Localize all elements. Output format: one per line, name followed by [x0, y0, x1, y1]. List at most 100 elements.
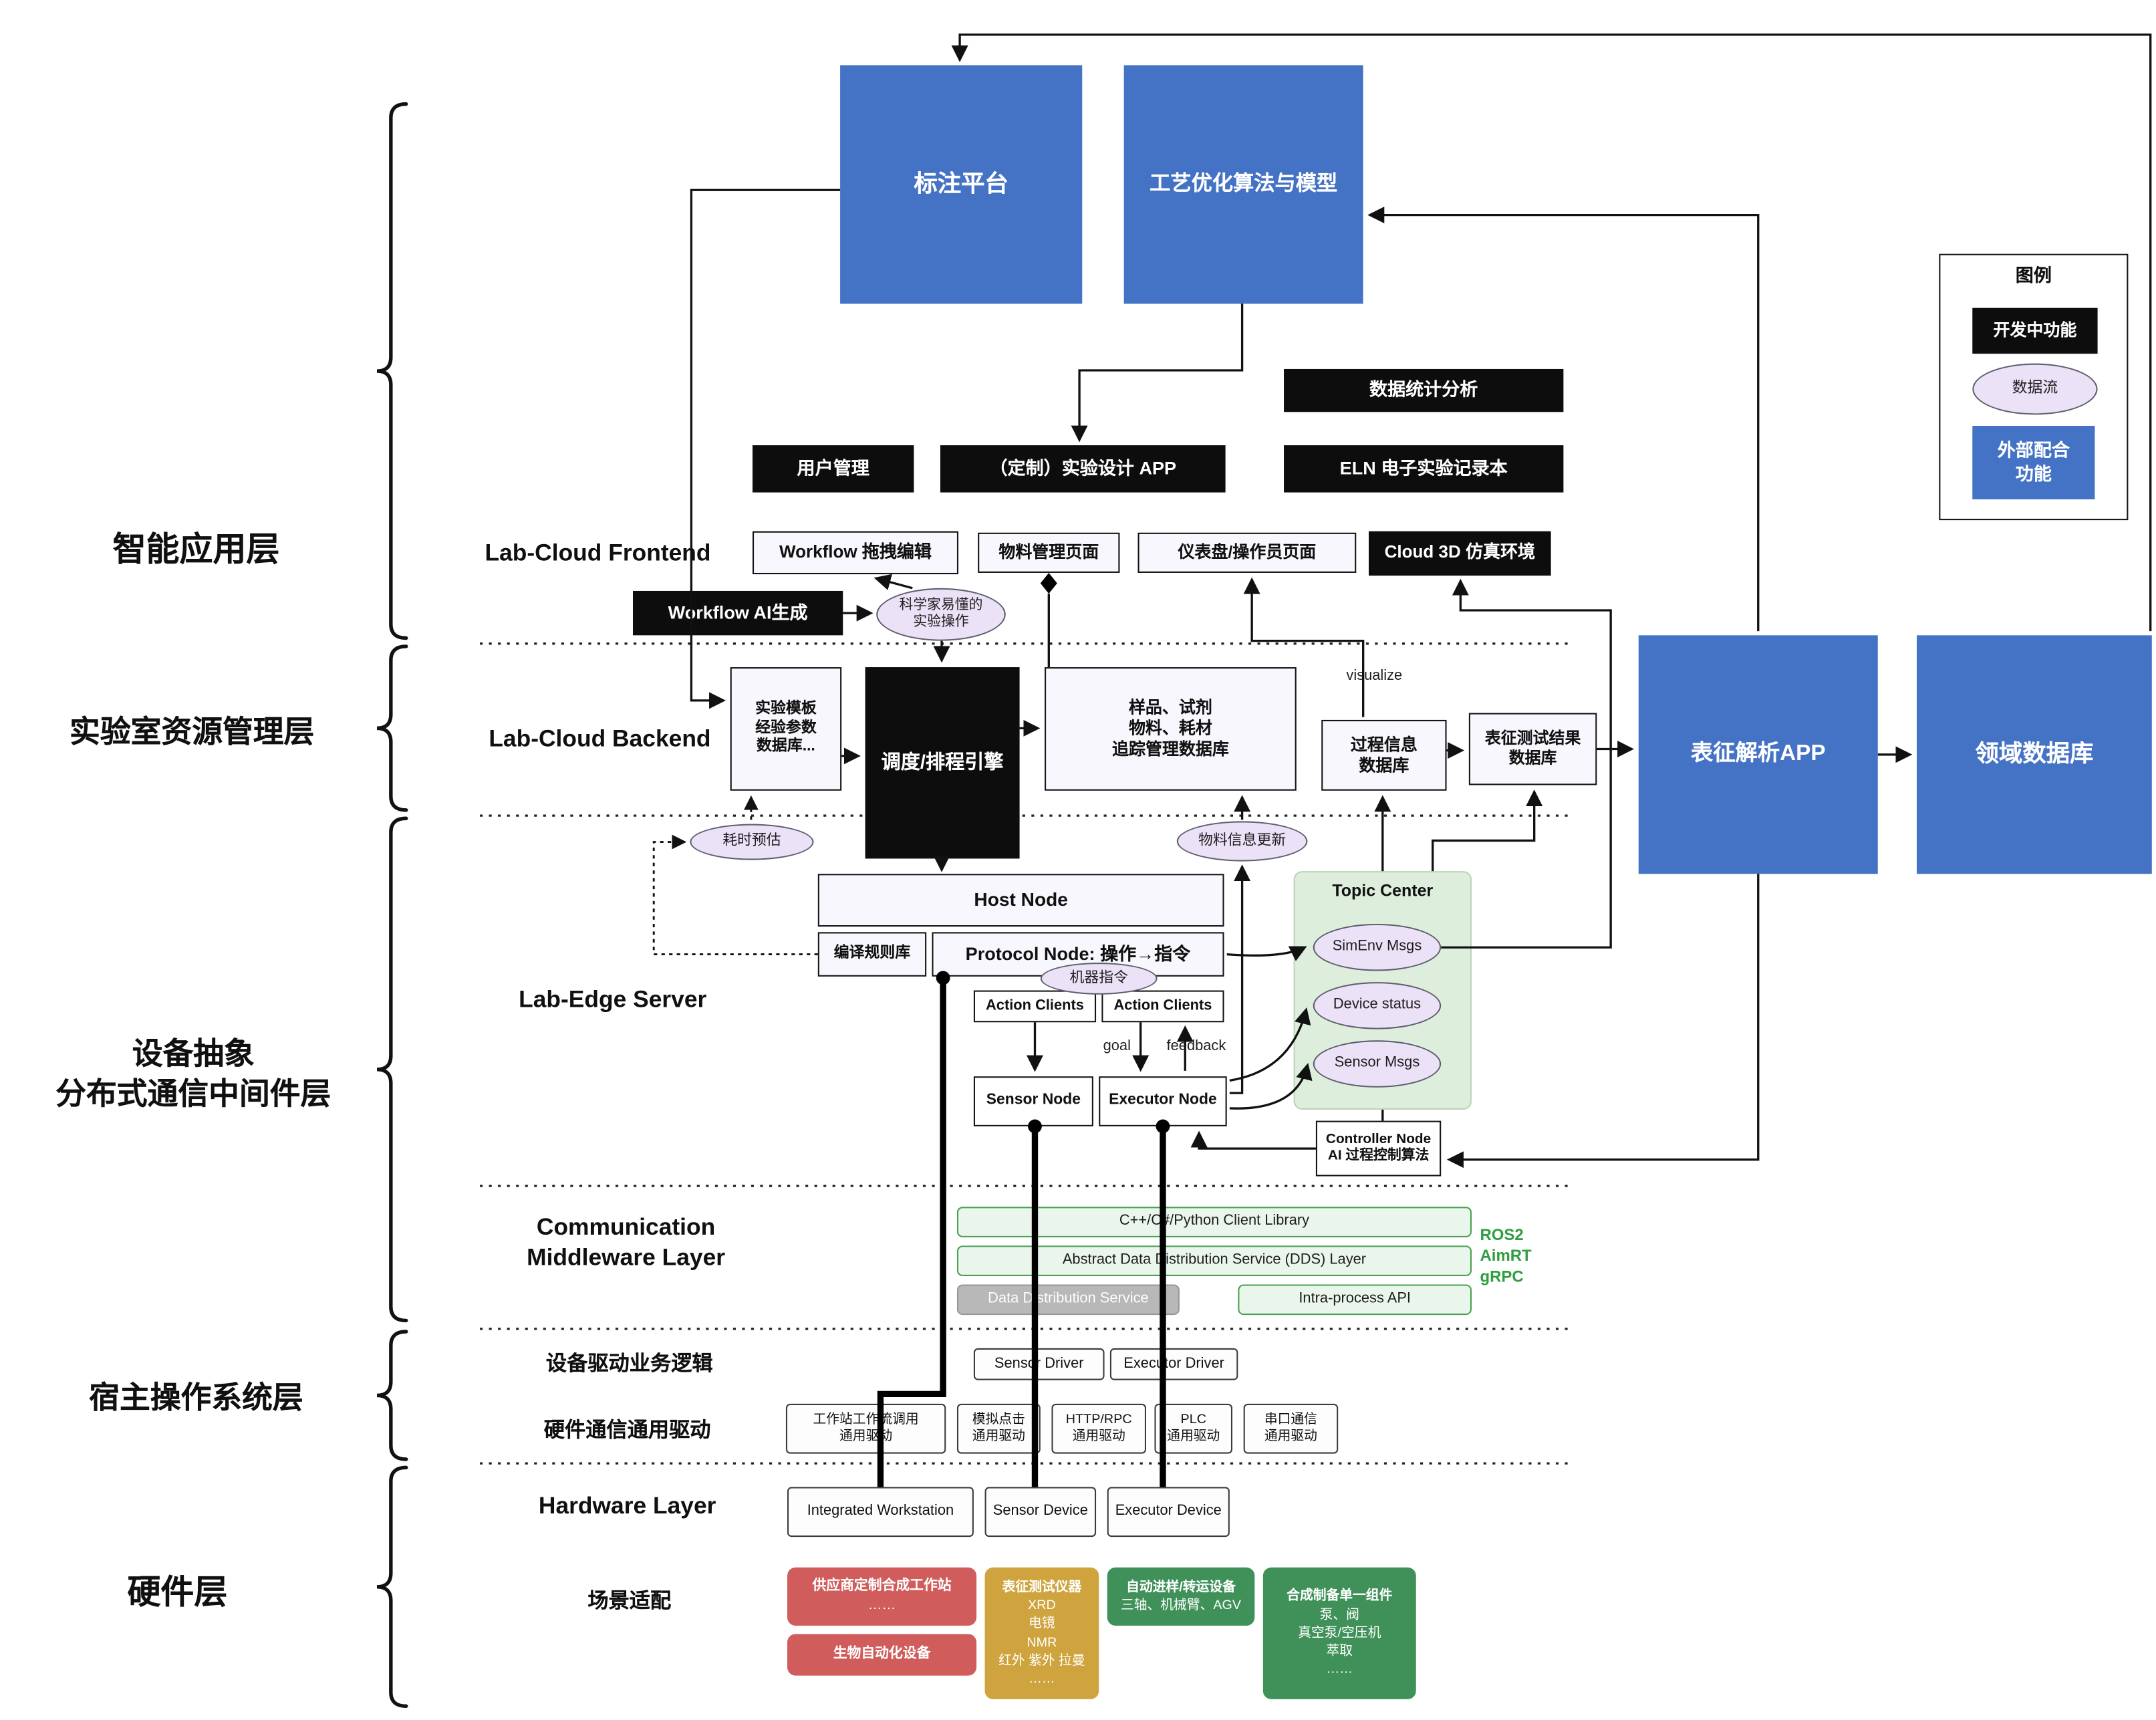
controller-line2: AI 过程控制算法: [1327, 1148, 1430, 1164]
sample-db-line3: 追踪管理数据库: [1111, 739, 1229, 759]
layer-label-resource: 实验室资源管理层: [70, 714, 315, 749]
template-db-line1: 实验模板: [755, 700, 817, 717]
dds-abstract-bar: Abstract Data Distribution Service (DDS)…: [956, 1245, 1472, 1276]
domain-db-node: 领域数据库: [1917, 635, 2152, 874]
client-library-bar: C++/C#/Python Client Library: [956, 1207, 1472, 1237]
layer-label-device-abstraction: 设备抽象 分布式通信中间件层: [14, 1035, 373, 1114]
char-inst-line2: XRD: [1028, 1598, 1056, 1614]
integrated-workstation-node: Integrated Workstation: [787, 1487, 974, 1538]
characterization-app-node: 表征解析APP: [1638, 635, 1878, 874]
data-statistics-node: 数据统计分析: [1284, 368, 1564, 412]
synth-line1: 合成制备单一组件: [1287, 1588, 1393, 1604]
serial-driver-line2: 通用驱动: [1264, 1429, 1317, 1445]
template-db-line3: 数据库...: [757, 738, 815, 755]
frontend-section-label: Lab-Cloud Frontend: [485, 539, 711, 566]
char-inst-line5: 红外 紫外 拉曼: [998, 1652, 1085, 1669]
characterization-instruments-node: 表征测试仪器 XRD 电镜 NMR 红外 紫外 拉曼 ……: [984, 1567, 1099, 1699]
executor-node: Executor Node: [1099, 1076, 1227, 1126]
machine-command-flow: 机器指令: [1040, 963, 1158, 995]
click-driver-line1: 模拟点击: [972, 1412, 1025, 1428]
process-db-line1: 过程信息: [1350, 734, 1418, 754]
feedback-label: feedback: [1166, 1037, 1226, 1054]
synth-line3: 真空泵/空压机: [1298, 1625, 1381, 1641]
sample-db-line2: 物料、耗材: [1128, 718, 1212, 738]
sensor-node: Sensor Node: [973, 1076, 1093, 1126]
layer-label-hardware: 硬件层: [127, 1574, 228, 1612]
sample-db-line1: 样品、试剂: [1128, 697, 1212, 717]
scheduler-engine-node: 调度/排程引擎: [865, 667, 1020, 859]
legend-title: 图例: [2015, 265, 2052, 286]
click-driver-line2: 通用驱动: [972, 1429, 1025, 1445]
host-node: Host Node: [817, 874, 1224, 927]
click-sim-driver-node: 模拟点击通用驱动: [956, 1403, 1041, 1454]
scenario-label: 场景适配: [587, 1589, 672, 1614]
eln-node: ELN 电子实验记录本: [1284, 445, 1564, 493]
dds-service-bar: Data Distribution Service: [956, 1284, 1180, 1316]
char-inst-line3: 电镜: [1029, 1616, 1055, 1632]
layer-braces: [376, 102, 408, 1708]
char-inst-line4: NMR: [1027, 1634, 1057, 1650]
vendor-workstation-node: 供应商定制合成工作站 ……: [787, 1567, 977, 1626]
vendor-line1: 供应商定制合成工作站: [812, 1578, 952, 1594]
transfer-line2: 三轴、机械臂、AGV: [1120, 1598, 1242, 1614]
backend-section-label: Lab-Cloud Backend: [489, 725, 711, 752]
sensor-msgs-flow: Sensor Msgs: [1313, 1040, 1442, 1088]
char-db-line1: 表征测试结果: [1484, 730, 1581, 747]
executor-driver-node: Executor Driver: [1109, 1348, 1238, 1380]
stack-aimrt: AimRT: [1480, 1248, 1532, 1265]
annotation-platform-node: 标注平台: [840, 65, 1083, 304]
time-estimate-flow: 耗时预估: [690, 824, 814, 860]
dashboard-page-node: 仪表盘/操作员页面: [1137, 532, 1357, 573]
char-db-line2: 数据库: [1508, 750, 1557, 767]
compile-rules-node: 编译规则库: [817, 932, 927, 977]
char-inst-line1: 表征测试仪器: [1002, 1579, 1082, 1595]
process-db-line2: 数据库: [1359, 755, 1409, 775]
experiment-design-app-node: （定制）实验设计 APP: [940, 445, 1226, 493]
stack-grpc: gRPC: [1480, 1269, 1524, 1286]
middleware-stack-names: ROS2 AimRT gRPC: [1480, 1226, 1532, 1288]
template-db-line2: 经验参数: [755, 719, 817, 737]
material-update-flow: 物料信息更新: [1176, 821, 1308, 862]
char-inst-line6: ……: [1029, 1671, 1055, 1687]
layer-label-host-os: 宿主操作系统层: [89, 1380, 303, 1415]
topic-center-title: Topic Center: [1332, 880, 1434, 900]
sensor-device-node: Sensor Device: [984, 1487, 1097, 1538]
characterization-result-db-node: 表征测试结果 数据库: [1468, 713, 1597, 785]
serial-driver-node: 串口通信通用驱动: [1243, 1403, 1339, 1454]
legend-in-development: 开发中功能: [1972, 308, 2098, 354]
hardware-section-label: Hardware Layer: [538, 1492, 716, 1519]
controller-node: Controller Node AI 过程控制算法: [1315, 1120, 1442, 1177]
http-driver-line1: HTTP/RPC: [1065, 1412, 1132, 1428]
user-management-node: 用户管理: [752, 445, 914, 493]
transfer-line1: 自动进样/转运设备: [1126, 1579, 1236, 1595]
legend-external-line1: 外部配合: [1997, 440, 2070, 461]
legend-external-line2: 功能: [2015, 463, 2052, 484]
visualize-label: visualize: [1346, 667, 1403, 684]
synth-line2: 泵、阀: [1319, 1606, 1359, 1622]
scientist-ops-line1: 科学家易懂的: [899, 597, 983, 613]
template-db-node: 实验模板 经验参数 数据库...: [730, 667, 842, 791]
bio-line1: 生物自动化设备: [833, 1646, 931, 1662]
workstation-driver-line1: 工作站工作流调用: [813, 1412, 919, 1428]
driver-logic-label: 设备驱动业务逻辑: [545, 1352, 713, 1376]
middleware-label-line2: Middleware Layer: [527, 1244, 726, 1271]
synth-line5: ……: [1326, 1662, 1353, 1678]
intra-process-api-bar: Intra-process API: [1238, 1284, 1472, 1316]
layer-label-app: 智能应用层: [112, 531, 280, 569]
plc-driver-line2: 通用驱动: [1167, 1429, 1220, 1445]
simenv-msgs-flow: SimEnv Msgs: [1313, 923, 1442, 971]
material-page-node: 物料管理页面: [978, 532, 1120, 573]
workstation-driver-node: 工作站工作流调用通用驱动: [785, 1403, 946, 1454]
layer-label-device-line1: 设备抽象: [132, 1036, 255, 1071]
layer-label-device-line2: 分布式通信中间件层: [55, 1076, 331, 1111]
controller-line1: Controller Node: [1325, 1131, 1432, 1146]
serial-driver-line1: 串口通信: [1264, 1412, 1317, 1428]
edge-server-section-label: Lab-Edge Server: [519, 986, 707, 1013]
legend-data-flow: 数据流: [1972, 363, 2098, 415]
synth-line4: 萃取: [1326, 1644, 1353, 1659]
bio-automation-node: 生物自动化设备: [787, 1634, 977, 1676]
middleware-section-label: Communication Middleware Layer: [501, 1213, 751, 1274]
workstation-driver-line2: 通用驱动: [839, 1429, 893, 1445]
